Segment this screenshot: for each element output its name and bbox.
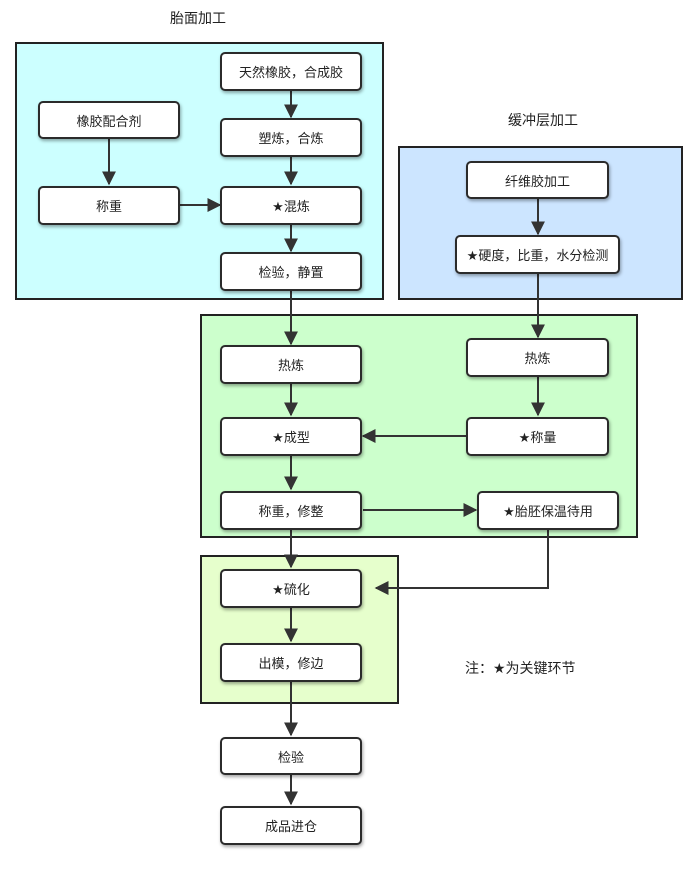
- node-hot-refine-left: 热炼: [220, 345, 362, 384]
- node-weigh: 称重: [38, 186, 180, 225]
- node-warehouse: 成品进仓: [220, 806, 362, 845]
- node-forming: ★成型: [220, 417, 362, 456]
- node-vulcanize: ★硫化: [220, 569, 362, 608]
- legend-note: 注：★为关键环节: [465, 661, 576, 677]
- node-fiber-rubber: 纤维胶加工: [466, 161, 609, 199]
- node-compounding-agent: 橡胶配合剂: [38, 101, 180, 139]
- node-natural-rubber: 天然橡胶，合成胶: [220, 52, 362, 91]
- cushion-processing-title: 缓冲层加工: [508, 113, 578, 129]
- arrow-blank-to-vulcanize: [374, 530, 549, 595]
- node-inspect-rest: 检验，静置: [220, 252, 362, 291]
- node-weigh-star: ★称量: [466, 417, 609, 456]
- node-inspect: 检验: [220, 737, 362, 775]
- node-weigh-trim: 称重，修整: [220, 491, 362, 530]
- tread-processing-title: 胎面加工: [170, 11, 226, 27]
- node-blank-storage: ★胎胚保温待用: [477, 491, 619, 530]
- node-hot-refine-right: 热炼: [466, 338, 609, 377]
- node-demold-trim: 出模，修边: [220, 643, 362, 682]
- node-hardness-test: ★硬度，比重，水分检测: [455, 235, 620, 274]
- node-plasticize: 塑炼，合炼: [220, 118, 362, 157]
- node-mixing: ★混炼: [220, 186, 362, 225]
